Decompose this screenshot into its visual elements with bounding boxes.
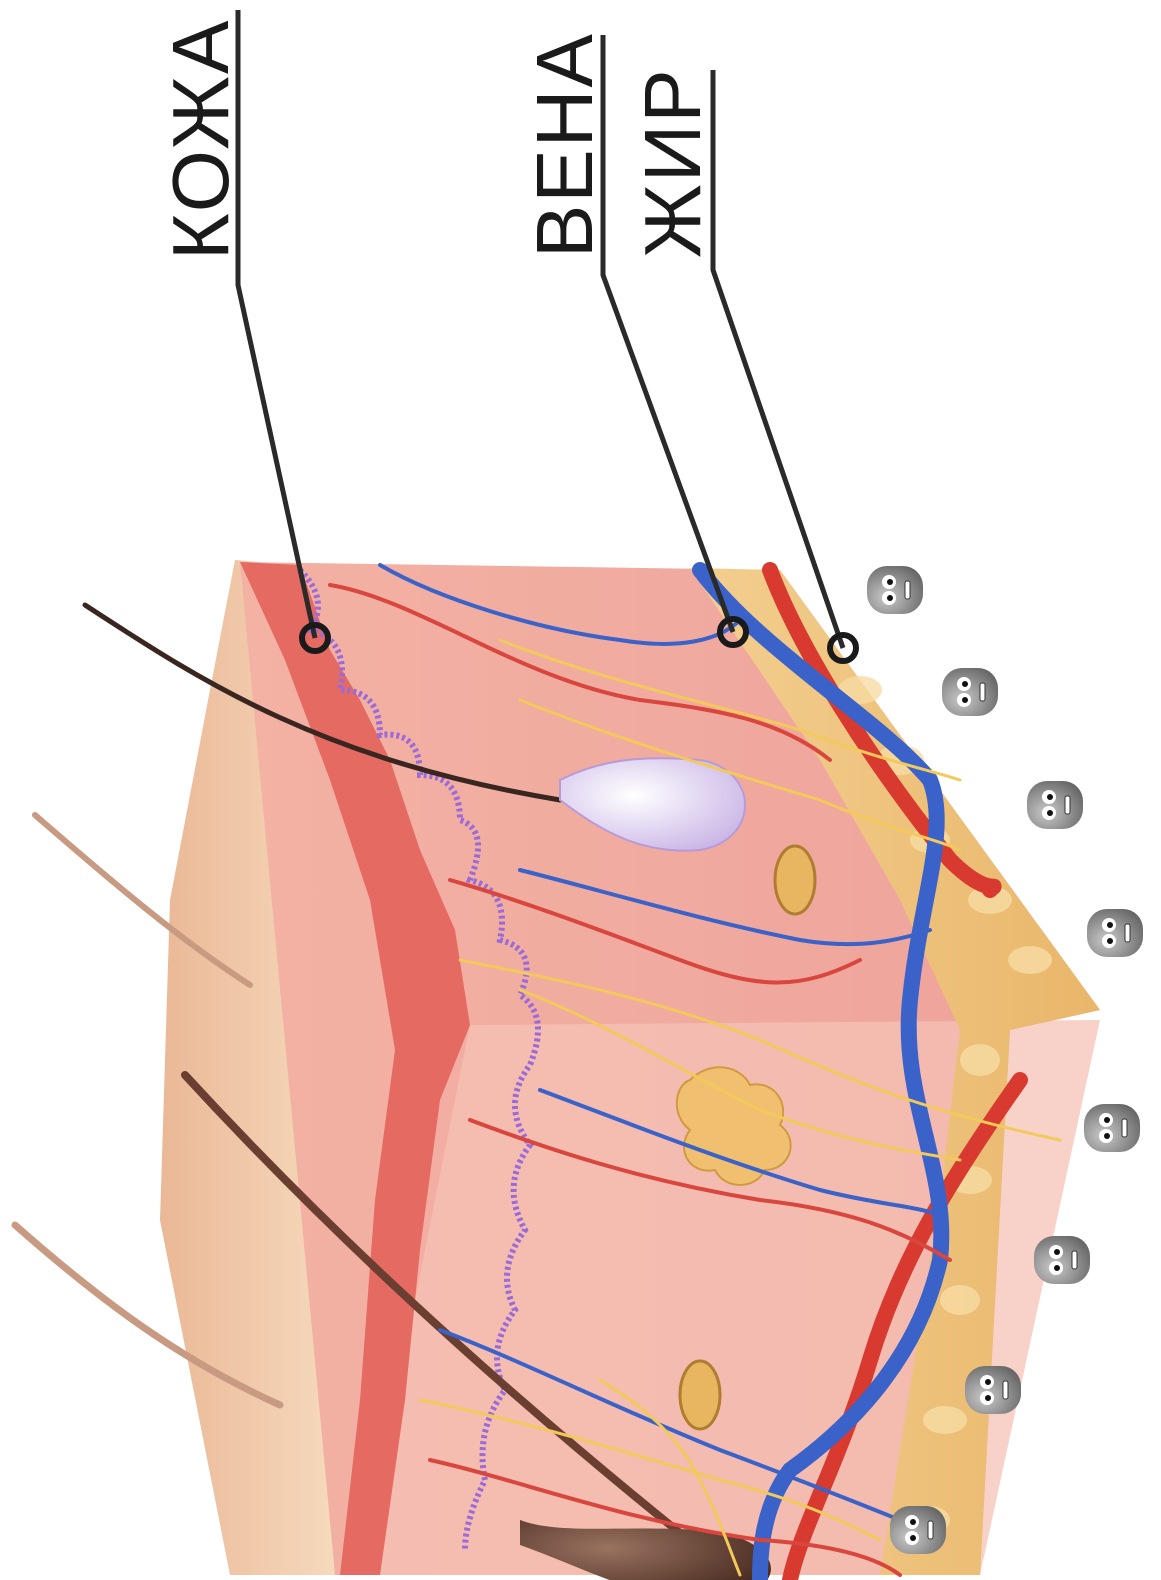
face-icon [942,668,998,716]
fat-leader-line [713,70,843,648]
face-icon [1027,781,1083,829]
pacinian-corpuscle [775,846,815,914]
face-icon [1084,1104,1140,1152]
face-icon [1087,909,1143,957]
label-fat: ЖИР [628,67,717,258]
face-icon [965,1366,1021,1414]
face-icon [867,566,923,614]
skin-leader-line [238,10,315,638]
label-skin: КОЖА [156,19,245,260]
pacinian-corpuscle [680,1361,720,1429]
face-icon [1034,1236,1090,1284]
label-vein: ВЕНА [520,32,609,258]
face-icon [890,1506,946,1554]
